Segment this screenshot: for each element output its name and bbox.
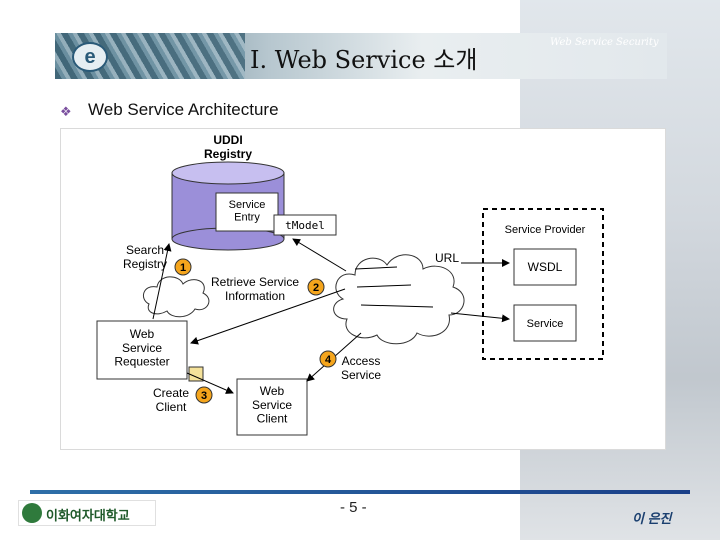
cloud-link-line (356, 284, 412, 288)
wsdl-box (513, 248, 577, 286)
svg-text:3: 3 (201, 390, 207, 402)
tmodel-box (273, 214, 337, 236)
network-cloud-large (333, 254, 465, 345)
footer-divider (30, 490, 690, 494)
wsdl-label: WSDL (528, 260, 563, 274)
step-4-badge: 4 (319, 350, 337, 368)
web-service-requester-box (96, 320, 188, 380)
step-3-badge: 3 (195, 386, 213, 404)
header-logo-icon: e (72, 42, 108, 72)
create-client-arrow (186, 372, 234, 394)
page-title: I. Web Service 소개 (250, 46, 478, 74)
university-seal-icon (22, 503, 42, 523)
search-arrow (152, 243, 172, 320)
publish-arrow (292, 238, 347, 272)
service-provider-label: Service Provider (505, 224, 586, 236)
section-title: Web Service Architecture (88, 100, 279, 119)
url-label: URL (435, 251, 459, 265)
step-1-badge: 1 (174, 258, 192, 276)
service-box (513, 304, 577, 342)
retrieve-arrow (190, 288, 346, 345)
svg-text:4: 4 (325, 354, 332, 366)
university-logo: 이화여자대학교 (18, 500, 156, 526)
service-arrow (450, 312, 510, 323)
university-name: 이화여자대학교 (46, 508, 130, 523)
diamond-bullet-icon: ❖ (60, 104, 72, 119)
svg-text:1: 1 (180, 262, 186, 274)
web-service-client-box (236, 378, 308, 436)
network-cloud-small (142, 276, 210, 318)
cloud-link-line (360, 304, 434, 308)
page-number: - 5 - (340, 499, 367, 516)
service-entry-box (215, 192, 279, 232)
step-2-badge: 2 (307, 278, 325, 296)
service-label: Service (527, 318, 564, 330)
svg-text:2: 2 (313, 282, 319, 294)
corner-tag: Web Service Security (550, 37, 659, 48)
tmodel-label: tModel (285, 219, 325, 232)
cloud-link-line (354, 266, 398, 270)
author-name: 이 은진 (632, 511, 672, 526)
